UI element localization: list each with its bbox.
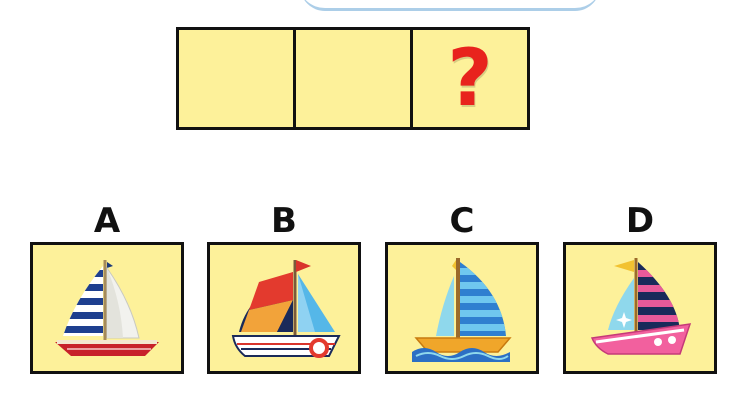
sequence-cell-2 [293,27,413,130]
sequence-cell-answer: ? [410,27,530,130]
option-letter: C [449,201,475,241]
question-mark: ? [447,33,493,124]
top-decoration-arc [300,0,600,11]
option-letter: D [625,201,655,241]
option-letter: A [93,201,121,241]
sequence-strip: ? [176,27,534,130]
sailboat-blue-striped-sail-waves-icon [412,258,512,362]
option-d[interactable]: D [563,200,717,374]
sailboat-striped-white-sail-icon [55,260,159,356]
option-c-card[interactable] [385,242,539,374]
sequence-cell-1 [176,27,296,130]
option-b[interactable]: B [207,200,361,374]
option-b-card[interactable] [207,242,361,374]
option-d-card[interactable] [563,242,717,374]
option-a-card[interactable] [30,242,184,374]
option-a[interactable]: A [30,200,184,374]
option-letter: B [271,201,297,241]
sailboat-red-navy-sail-lifebuoy-icon [231,260,341,358]
sailboat-pink-hull-striped-sail-icon [590,258,692,355]
option-c[interactable]: C [385,200,539,374]
